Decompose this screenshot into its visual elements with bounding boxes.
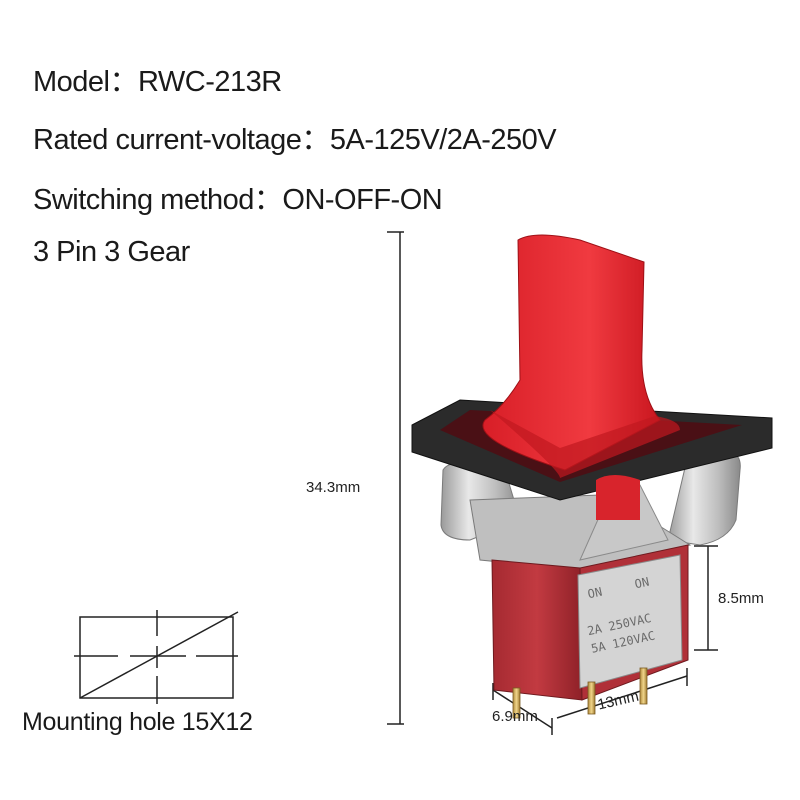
height-dimension-label: 34.3mm: [306, 479, 361, 496]
spec-model: Model：RWC-213R: [33, 66, 282, 98]
switch-actuator: [482, 234, 680, 520]
depth-dimension-label: 6.9mm: [492, 708, 538, 725]
spec-rated-current-voltage: Rated current-voltage：5A-125V/2A-250V: [33, 124, 557, 156]
body-height-dimension-line: [694, 545, 718, 651]
switch-pins: [512, 667, 648, 719]
marking-on-left: ON: [586, 585, 603, 602]
depth-dimension-line: [492, 683, 553, 735]
width-dimension-line: [556, 668, 688, 719]
spec-pins-gears: 3 Pin 3 Gear: [33, 236, 190, 268]
marking-on-right: ON: [633, 575, 650, 592]
mounting-hole-diagram: [74, 610, 239, 704]
mounting-hole-label: Mounting hole 15X12: [22, 708, 253, 736]
body-height-dimension-label: 8.5mm: [718, 590, 764, 607]
height-dimension-line: [387, 231, 404, 725]
switch-face-plate: [577, 484, 683, 689]
spec-switching-method: Switching method：ON-OFF-ON: [33, 184, 443, 216]
